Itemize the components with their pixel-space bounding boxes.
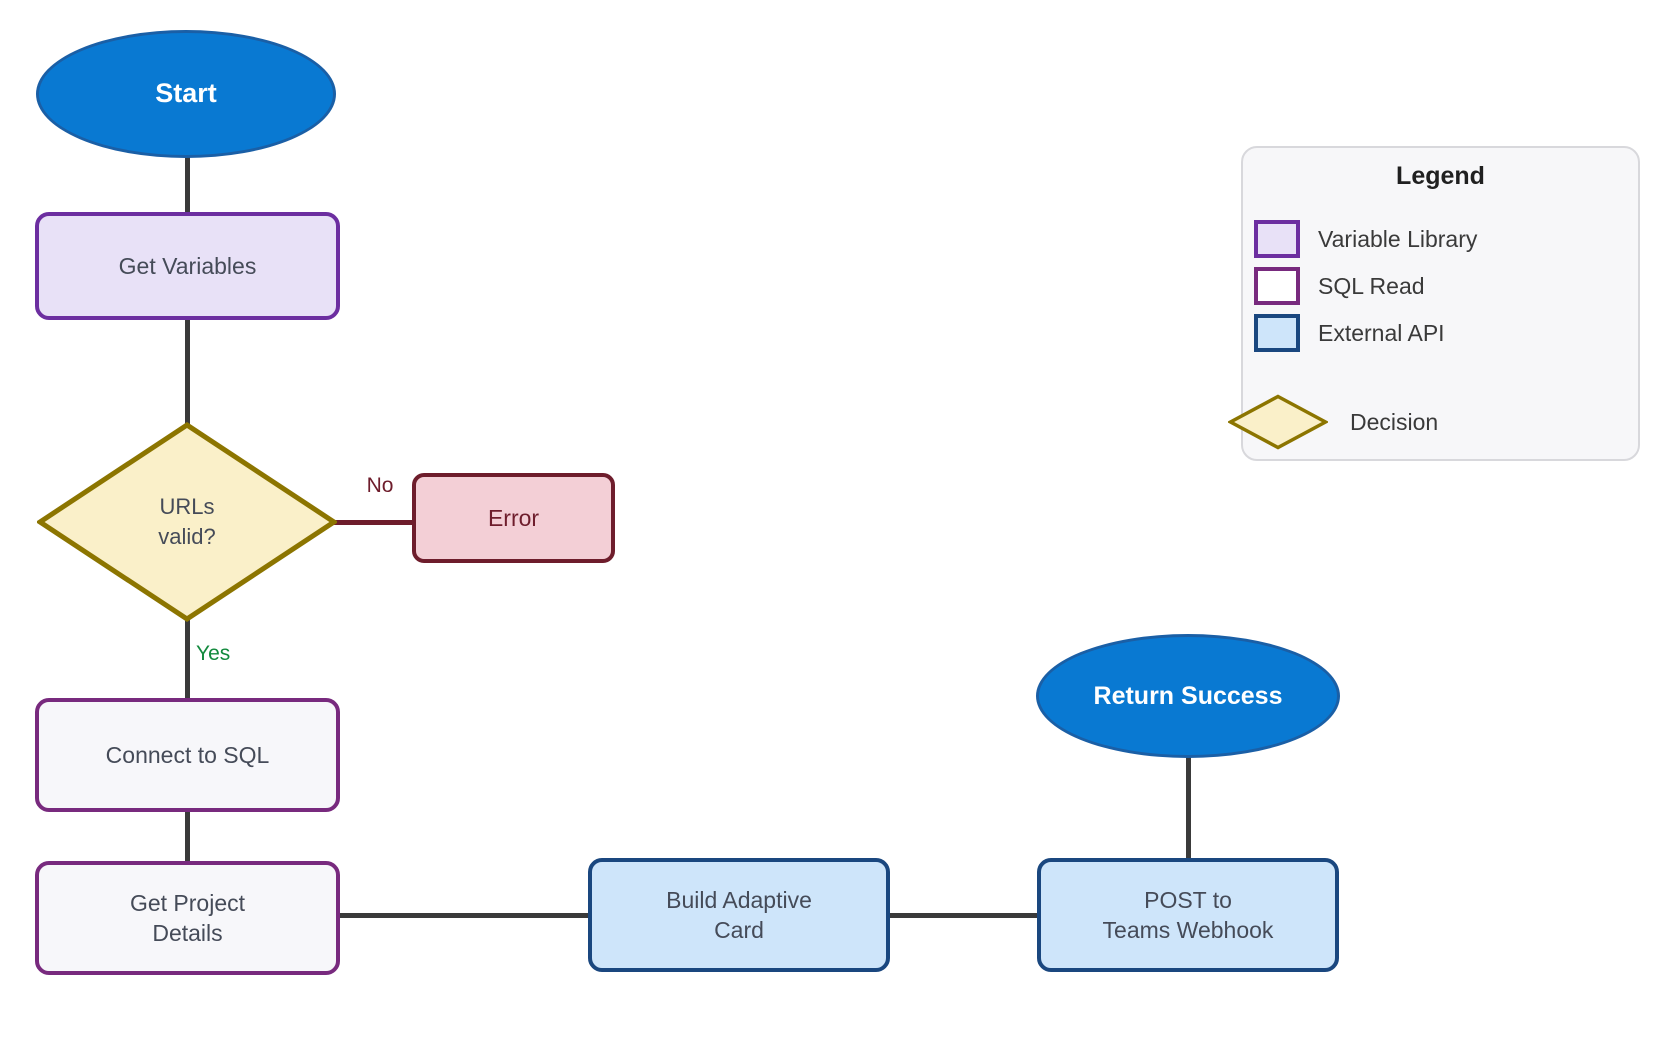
node-return-success-label: Return Success (1093, 681, 1283, 710)
node-urls-valid-decision: URLs valid? (37, 422, 337, 622)
legend-title: Legend (1396, 162, 1485, 190)
edge-connect-sql-to-get-project (185, 810, 190, 863)
legend-item-sql-read: SQL Read (1318, 273, 1425, 299)
decision-diamond-shape (37, 422, 337, 622)
node-get-variables-label: Get Variables (118, 252, 257, 279)
edge-get-variables-to-decision (185, 318, 190, 424)
edge-start-to-get-variables (185, 156, 190, 214)
edge-get-project-to-build-card (338, 913, 590, 918)
legend-swatch-external-api (1254, 314, 1300, 352)
node-error: Error (412, 473, 615, 563)
legend-swatch-sql-read (1254, 267, 1300, 305)
legend-panel: Legend Variable Library SQL Read Externa… (1228, 146, 1640, 461)
legend-item-external-api: External API (1318, 320, 1445, 346)
legend-item-decision: Decision (1350, 409, 1439, 435)
edge-label-no: No (366, 474, 394, 497)
node-start-terminal: Start (36, 30, 336, 158)
node-return-success-terminal: Return Success (1036, 634, 1340, 758)
edge-post-teams-to-return-success (1186, 756, 1191, 860)
node-error-label: Error (487, 504, 540, 531)
node-start-label: Start (155, 78, 217, 109)
legend-swatch-decision-icon (1228, 394, 1328, 450)
node-urls-valid-label: URLs valid? (158, 494, 216, 549)
edge-label-yes: Yes (196, 642, 231, 665)
edge-decision-no-to-error (334, 520, 414, 525)
node-post-teams-webhook: POST to Teams Webhook (1037, 858, 1339, 972)
node-get-project-details: Get Project Details (35, 861, 340, 975)
node-get-variables: Get Variables (35, 212, 340, 320)
edge-build-card-to-post-teams (888, 913, 1039, 918)
node-build-adaptive-card: Build Adaptive Card (588, 858, 890, 972)
legend-swatch-variable-library (1254, 220, 1300, 258)
edge-decision-yes-to-connect-sql (185, 620, 190, 700)
node-connect-sql-label: Connect to SQL (105, 741, 270, 768)
node-connect-sql: Connect to SQL (35, 698, 340, 812)
legend-item-variable-library: Variable Library (1318, 226, 1478, 252)
